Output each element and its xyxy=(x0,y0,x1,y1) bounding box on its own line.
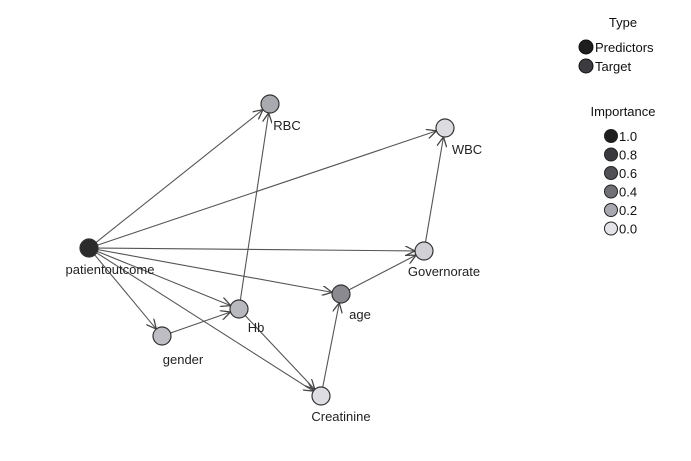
legend-importance-swatch xyxy=(604,203,618,217)
node-RBC[interactable] xyxy=(260,94,280,114)
legend-importance-label: 0.4 xyxy=(619,185,637,200)
legend-importance-label: 0.2 xyxy=(619,203,637,218)
edge-patientoutcome-to-Governorate xyxy=(97,248,415,251)
legend-importance-swatch xyxy=(604,221,618,236)
node-label-RBC: RBC xyxy=(273,118,300,133)
node-label-Creatinine: Creatinine xyxy=(311,409,370,424)
edge-Hb-to-Creatinine xyxy=(244,315,315,390)
legend-type-title: Type xyxy=(609,15,637,30)
edge-patientoutcome-to-Creatinine xyxy=(96,252,314,391)
legend-importance-swatch xyxy=(604,147,618,162)
node-label-age: age xyxy=(349,307,371,322)
edge-patientoutcome-to-gender xyxy=(94,254,157,329)
edge-patientoutcome-to-Hb xyxy=(97,250,230,305)
node-label-gender: gender xyxy=(163,352,204,367)
legend-type-predictors-swatch xyxy=(578,39,594,55)
node-Creatinine[interactable] xyxy=(311,386,331,406)
legend-importance-label: 0.8 xyxy=(619,148,637,163)
legend-importance-title: Importance xyxy=(590,104,655,119)
node-age[interactable] xyxy=(331,284,351,304)
legend-importance-label: 0.0 xyxy=(619,222,637,237)
node-Governorate[interactable] xyxy=(414,241,434,261)
node-gender[interactable] xyxy=(152,326,172,346)
edge-Hb-to-RBC xyxy=(239,113,268,301)
legend-type-target: Target xyxy=(595,59,632,74)
edge-patientoutcome-to-age xyxy=(97,249,332,293)
edge-patientoutcome-to-WBC xyxy=(97,131,437,246)
node-patientoutcome[interactable] xyxy=(79,238,99,258)
legend-importance-swatch xyxy=(604,166,618,180)
node-label-Hb: Hb xyxy=(248,320,265,335)
node-label-patientoutcome: patientoutcome xyxy=(66,262,155,277)
legend: Type Predictors Target Importance 1.0 0.8… xyxy=(578,15,656,237)
legend-importance-label: 0.6 xyxy=(619,166,637,181)
legend-importance-swatch xyxy=(604,129,618,143)
node-label-Governorate: Governorate xyxy=(408,264,480,279)
edge-age-to-Governorate xyxy=(348,255,416,291)
node-label-WBC: WBC xyxy=(452,142,482,157)
edge-Governorate-to-WBC xyxy=(424,137,444,243)
node-Hb[interactable] xyxy=(229,299,249,319)
edge-Creatinine-to-age xyxy=(322,303,340,388)
legend-type-target-swatch xyxy=(578,58,594,74)
edge-patientoutcome-to-RBC xyxy=(95,110,263,243)
legend-importance-swatch xyxy=(604,184,618,199)
node-WBC[interactable] xyxy=(435,118,455,138)
legend-type-predictors: Predictors xyxy=(595,40,654,55)
legend-importance-label: 1.0 xyxy=(619,129,637,144)
edge-gender-to-Hb xyxy=(170,312,230,334)
